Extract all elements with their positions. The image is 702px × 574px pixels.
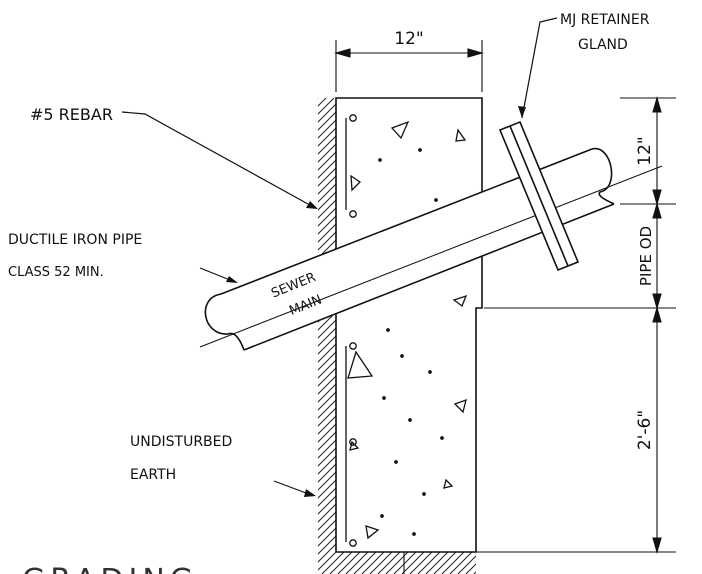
pipe-label-line1: DUCTILE IRON PIPE <box>8 232 142 248</box>
earth-label-line2: EARTH <box>130 467 176 483</box>
footer-title: GRADING <box>22 563 198 574</box>
top-width-dimension <box>333 40 485 92</box>
concrete-block <box>335 97 483 553</box>
pipe-label-line2: CLASS 52 MIN. <box>8 265 104 280</box>
label-leaders <box>121 17 558 494</box>
retainer-label-line1: MJ RETAINER <box>560 12 650 28</box>
right-dimension-upper: 12" <box>635 136 655 165</box>
rebar-label: #5 REBAR <box>30 105 113 124</box>
earth-label-line1: UNDISTURBED <box>130 434 232 450</box>
rebar <box>345 114 357 547</box>
leader-arrowheads <box>226 106 526 497</box>
right-dimension-lower: 2'-6" <box>635 410 655 450</box>
retainer-label-line2: GLAND <box>578 37 628 53</box>
mj-retainer-gland <box>498 120 580 272</box>
right-dimension-pipe-od: PIPE OD <box>637 226 655 286</box>
ductile-iron-pipe <box>199 148 663 351</box>
undisturbed-earth-hatch <box>318 98 476 574</box>
right-dimension-chain <box>403 95 676 574</box>
top-width-dimension-text: 12" <box>394 29 423 49</box>
concrete-aggregate-marks <box>347 120 468 540</box>
